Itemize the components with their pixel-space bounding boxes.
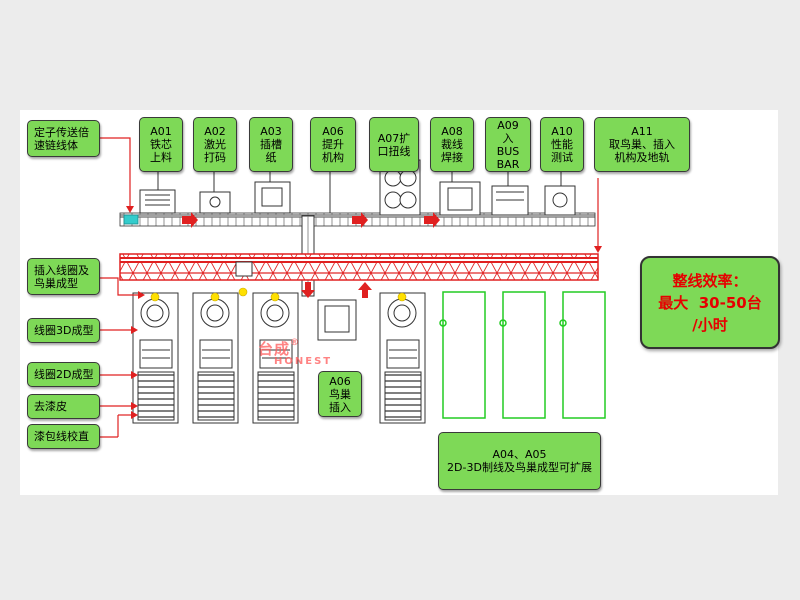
station-line: 提升 xyxy=(322,138,344,151)
station-line: 口扭线 xyxy=(377,144,411,158)
expansion-line: 2D-3D制线及鸟巢成型可扩展 xyxy=(447,461,592,474)
expansion-outlines xyxy=(439,291,606,419)
red-transfer-rail xyxy=(119,253,599,281)
station-line: 鸟巢 xyxy=(329,387,351,401)
station-a06-lift: A06 提升 机构 xyxy=(310,117,356,172)
label-line: 速链线体 xyxy=(34,138,78,152)
station-line: 裁线 xyxy=(441,138,463,151)
station-line: 性能 xyxy=(551,138,573,151)
expansion-line: A04、A05 xyxy=(492,448,547,461)
logo-en: HONEST xyxy=(274,356,333,367)
label-insert-coil: 插入线圈及 鸟巢成型 xyxy=(27,258,100,295)
station-a03: A03 插槽 纸 xyxy=(249,117,293,172)
station-a09: A09 入 BUS BAR xyxy=(485,117,531,172)
station-line: 打码 xyxy=(204,151,226,164)
station-line: 取鸟巢、插入 xyxy=(609,138,675,151)
station-line: BAR xyxy=(496,157,520,171)
station-line: 机构及地轨 xyxy=(614,151,670,164)
left-label-arrows xyxy=(100,277,140,438)
efficiency-box: 整线效率： 最大 30-50台 /小时 xyxy=(640,256,780,349)
expansion-note: A04、A05 2D-3D制线及鸟巢成型可扩展 xyxy=(438,432,601,490)
label-conveyor: 定子传送倍 速链线体 xyxy=(27,120,100,157)
station-a07: A07扩 口扭线 xyxy=(369,117,419,172)
station-code: A01 xyxy=(150,125,172,138)
efficiency-line: 整线效率： xyxy=(672,271,748,290)
station-a02: A02 激光 打码 xyxy=(193,117,237,172)
top-machines xyxy=(139,159,576,216)
station-line: 入 xyxy=(502,131,514,145)
label-line: 线圈3D成型 xyxy=(34,324,94,337)
cyan-pallet xyxy=(123,214,139,225)
station-code: A06 xyxy=(322,125,344,138)
station-a08: A08 裁线 焊接 xyxy=(430,117,474,172)
station-code: A02 xyxy=(204,125,226,138)
station-line: 上料 xyxy=(150,151,172,164)
efficiency-line: /小时 xyxy=(692,315,728,334)
label-line: 线圈2D成型 xyxy=(34,368,94,381)
label-coil-3d: 线圈3D成型 xyxy=(27,318,100,343)
station-line: BUS xyxy=(496,144,520,158)
station-code: A07扩 xyxy=(377,131,411,145)
left-label-arrowheads xyxy=(131,291,145,419)
honest-logo: 台成® HONEST xyxy=(258,338,332,367)
station-line: 纸 xyxy=(265,151,277,164)
label-line: 鸟巢成型 xyxy=(34,276,78,290)
station-line: 焊接 xyxy=(441,151,463,164)
label-line: 插入线圈及 xyxy=(34,263,89,277)
conveyor-arrow xyxy=(98,137,131,208)
station-line: 插入 xyxy=(329,400,351,414)
station-a01: A01 铁芯 上料 xyxy=(139,117,183,172)
station-code: A10 xyxy=(551,125,573,138)
station-code: A03 xyxy=(260,125,282,138)
station-line: 插槽 xyxy=(260,138,282,151)
label-strip: 去漆皮 xyxy=(27,394,100,419)
station-code: A08 xyxy=(441,125,463,138)
station-a10: A10 性能 测试 xyxy=(540,117,584,172)
station-line: 铁芯 xyxy=(150,138,172,151)
station-line: 机构 xyxy=(322,151,344,164)
station-line: 激光 xyxy=(204,138,226,151)
station-code: A06 xyxy=(329,374,351,388)
forming-stations xyxy=(132,292,426,424)
logo-cn: 台成 xyxy=(258,340,291,358)
flow-arrows xyxy=(182,212,440,298)
label-line: 漆包线校直 xyxy=(34,430,89,443)
efficiency-line: 最大 30-50台 xyxy=(658,293,762,312)
label-coil-2d: 线圈2D成型 xyxy=(27,362,100,387)
station-line: 测试 xyxy=(551,151,573,164)
label-line: 定子传送倍 xyxy=(34,125,89,139)
label-line: 去漆皮 xyxy=(34,400,67,413)
label-straighten: 漆包线校直 xyxy=(27,424,100,449)
logo-reg: ® xyxy=(290,338,301,348)
station-a11: A11 取鸟巢、插入 机构及地轨 xyxy=(594,117,690,172)
station-code: A11 xyxy=(631,125,653,138)
station-a06-nest: A06 鸟巢 插入 xyxy=(318,371,362,417)
yellow-markers xyxy=(150,287,407,302)
station-code: A09 xyxy=(497,118,519,132)
